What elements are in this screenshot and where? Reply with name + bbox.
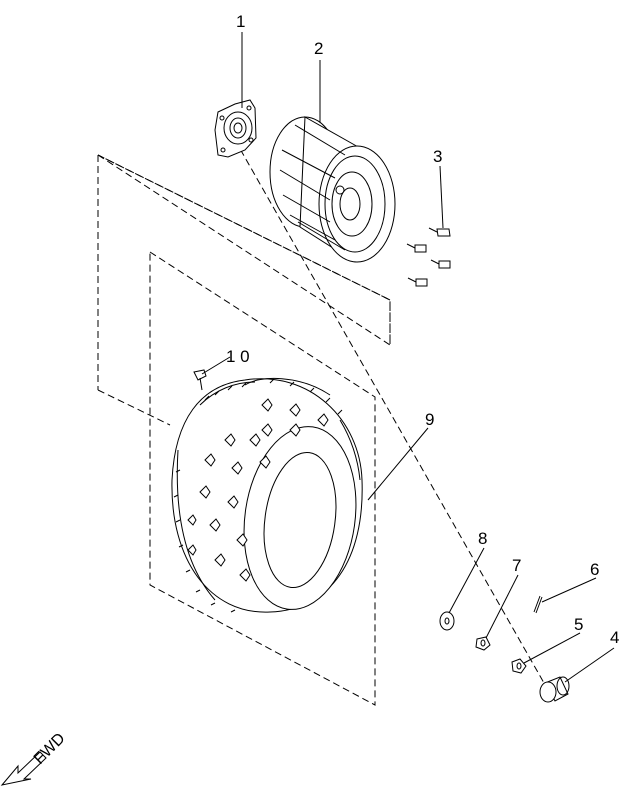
wheel-rim-part <box>269 116 396 263</box>
rim-mounting-plane <box>97 154 391 346</box>
cotter-pin-part <box>533 595 543 614</box>
tire-tread-pattern <box>187 398 329 582</box>
tire-plane <box>149 251 376 706</box>
valve-stem-part <box>193 369 207 391</box>
callout-8: 8 <box>478 529 487 548</box>
rim-plane-bottom <box>97 389 171 426</box>
axle-centerline <box>234 139 549 691</box>
callout-3: 3 <box>433 147 442 166</box>
axle-cap-part <box>539 676 570 703</box>
callout-2: 2 <box>314 39 323 58</box>
castle-nut-part <box>511 658 527 674</box>
wheel-bolt-parts <box>406 227 451 287</box>
callout-5: 5 <box>574 615 583 634</box>
forward-direction-indicator: FWD <box>0 730 69 786</box>
nut-part <box>475 636 491 651</box>
rim-plane-edges <box>97 154 391 390</box>
forward-arrow-icon <box>0 751 47 786</box>
hub-part <box>214 99 257 158</box>
tire-part <box>171 377 363 613</box>
callout-6: 6 <box>590 560 599 579</box>
callout-leader-lines <box>201 32 615 683</box>
callout-10: 1 0 <box>226 347 250 366</box>
callout-9: 9 <box>425 410 434 429</box>
callout-4: 4 <box>610 628 619 647</box>
callout-7: 7 <box>512 556 521 575</box>
fwd-label: FWD <box>31 730 69 768</box>
washer-part <box>439 611 455 631</box>
callout-1: 1 <box>236 12 245 31</box>
